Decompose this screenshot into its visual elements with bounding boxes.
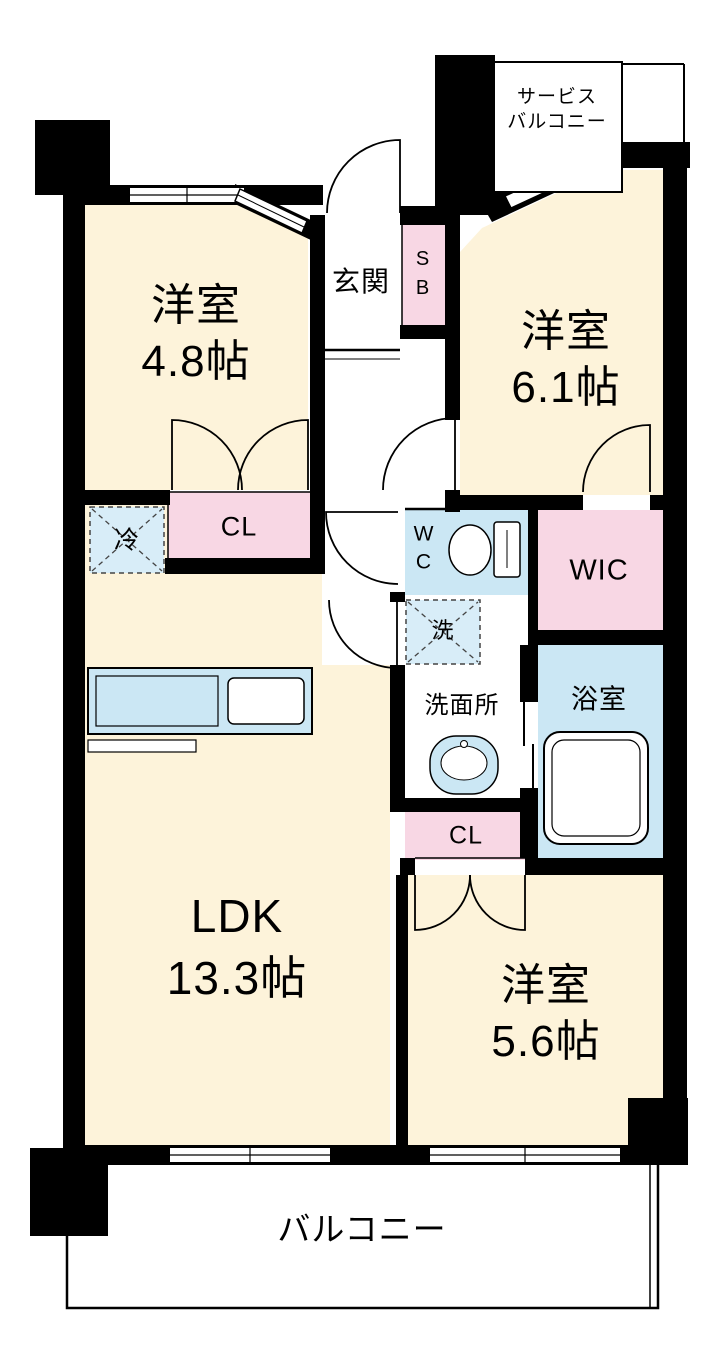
hall-ldk-door-arc bbox=[325, 511, 399, 585]
washroom-label: 洗面所 bbox=[424, 692, 500, 719]
refrigerator-box bbox=[89, 506, 165, 574]
wic-label: WIC bbox=[569, 554, 629, 587]
bedroom1-size-label: 4.8帖 bbox=[141, 337, 251, 386]
shoebox-fill bbox=[402, 225, 445, 325]
kitchen-counter-icon bbox=[87, 667, 313, 753]
bedroom3-name-label: 洋室 bbox=[501, 961, 591, 1010]
wall-pillar-bottom-left bbox=[30, 1148, 108, 1236]
ldk-size-label: 13.3帖 bbox=[166, 952, 308, 1004]
bedroom1-name-label: 洋室 bbox=[151, 281, 241, 330]
closet1-fill bbox=[168, 492, 310, 560]
balcony-outline bbox=[65, 1165, 660, 1310]
bedroom3-floor bbox=[408, 875, 663, 1145]
refrigerator-label: 冷 bbox=[113, 526, 141, 555]
hall-floor bbox=[322, 495, 390, 665]
wall-hall-left bbox=[310, 215, 325, 492]
wall-washroom-left-bottom bbox=[390, 665, 405, 812]
detail-lines bbox=[167, 225, 534, 859]
ldk-name-label: LDK bbox=[190, 890, 284, 942]
shoebox-label-b: B bbox=[415, 277, 431, 299]
bedroom3-door-arc-right bbox=[469, 874, 526, 931]
wall-under-wic bbox=[528, 630, 685, 645]
bedroom2-floor bbox=[460, 170, 663, 495]
closet2-label: CL bbox=[449, 821, 483, 850]
wall-hall-right-lower bbox=[445, 490, 460, 512]
window-ldk-bottom bbox=[170, 1146, 330, 1164]
wall-washroom-left-top bbox=[390, 592, 405, 602]
window-bedroom3-bottom bbox=[430, 1146, 620, 1164]
wall-pillar-top-center bbox=[435, 55, 495, 215]
wall-under-bath-right bbox=[525, 858, 685, 875]
wall-under-bedroom1 bbox=[63, 490, 170, 505]
wall-closet2-top bbox=[400, 798, 530, 812]
wic-door-arc bbox=[582, 424, 651, 493]
entrance-label: 玄関 bbox=[331, 266, 391, 297]
wic-fill bbox=[538, 510, 663, 630]
bedroom2-door-arc bbox=[382, 417, 456, 491]
bedroom3-door-arc-left bbox=[414, 874, 471, 931]
closet1-door-arc-right bbox=[237, 419, 309, 491]
door-arcs bbox=[171, 139, 651, 931]
wall-ldk-bedroom3 bbox=[396, 875, 408, 1145]
washer-label: 洗 bbox=[431, 618, 455, 643]
wall-bath-left-top bbox=[520, 645, 538, 702]
closet1-label: CL bbox=[220, 511, 258, 542]
closet1-door-arc-left bbox=[171, 419, 243, 491]
shoebox-label-s: S bbox=[415, 248, 431, 270]
service-balcony-label-1: サービス bbox=[516, 86, 598, 108]
wall-bedroom2-bottom-right bbox=[650, 495, 685, 510]
bedroom3-size-label: 5.6帖 bbox=[491, 1017, 601, 1066]
service-balcony-outline bbox=[493, 61, 685, 193]
balcony-label: バルコニー bbox=[277, 1210, 447, 1248]
bedroom2-size-label: 6.1帖 bbox=[511, 363, 621, 412]
wall-under-bath-left bbox=[400, 858, 415, 875]
bathtub-icon bbox=[543, 731, 649, 845]
wall-pillar-bottom-right bbox=[628, 1098, 688, 1165]
window-bedroom1-top bbox=[130, 186, 244, 204]
closet2-fill bbox=[405, 812, 528, 860]
bedroom2-name-label: 洋室 bbox=[521, 307, 611, 356]
washroom-door-arc bbox=[328, 599, 398, 669]
washer-box bbox=[405, 599, 481, 665]
service-balcony-label-2: バルコニー bbox=[507, 111, 607, 133]
front-door-arc bbox=[326, 139, 401, 214]
window-bedroom1-diagonal bbox=[234, 187, 308, 235]
toilet-icon bbox=[448, 521, 521, 578]
bedroom1-floor bbox=[85, 205, 308, 490]
bathroom-label: 浴室 bbox=[571, 684, 627, 715]
wall-left bbox=[63, 170, 85, 1165]
wc-label-c: C bbox=[415, 550, 433, 574]
wall-bedroom2-bottom-left bbox=[460, 495, 583, 510]
wall-wc-wic bbox=[528, 505, 538, 630]
wall-hall-right-upper bbox=[445, 215, 460, 420]
wall-right bbox=[663, 160, 687, 1165]
wc-label-w: W bbox=[413, 522, 435, 546]
wall-closet1-bottom bbox=[165, 558, 325, 574]
sink-icon bbox=[429, 735, 499, 795]
wall-closet1-right bbox=[310, 490, 325, 574]
